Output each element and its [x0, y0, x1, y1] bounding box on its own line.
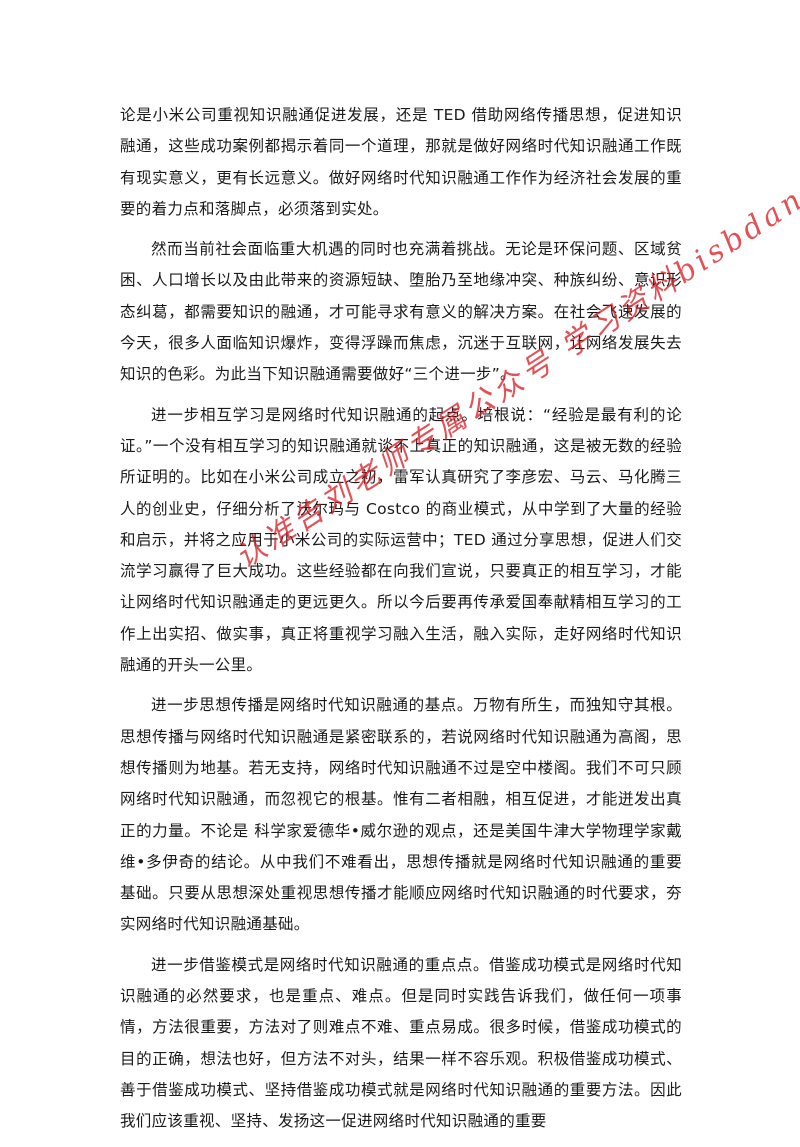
document-body: 论是小米公司重视知识融通促进发展，还是 TED 借助网络传播思想，促进知识融通，…	[120, 100, 682, 1147]
paragraph-model-borrowing: 进一步借鉴模式是网络时代知识融通的重点点。借鉴成功模式是网络时代知识融通的必然要…	[120, 955, 682, 1131]
paragraph-idea-spreading: 进一步思想传播是网络时代知识融通的基点。万物有所生，而独知守其根。思想传播与网络…	[120, 696, 682, 934]
paragraph-continuation: 论是小米公司重视知识融通促进发展，还是 TED 借助网络传播思想，促进知识融通，…	[120, 106, 682, 218]
paragraph-challenges: 然而当前社会面临重大机遇的同时也充满着挑战。无论是环保问题、区域贫困、人口增长以…	[120, 240, 682, 384]
paragraph-mutual-learning: 进一步相互学习是网络时代知识融通的起点。培根说：“经验是最有利的论证。”一个没有…	[120, 405, 682, 675]
